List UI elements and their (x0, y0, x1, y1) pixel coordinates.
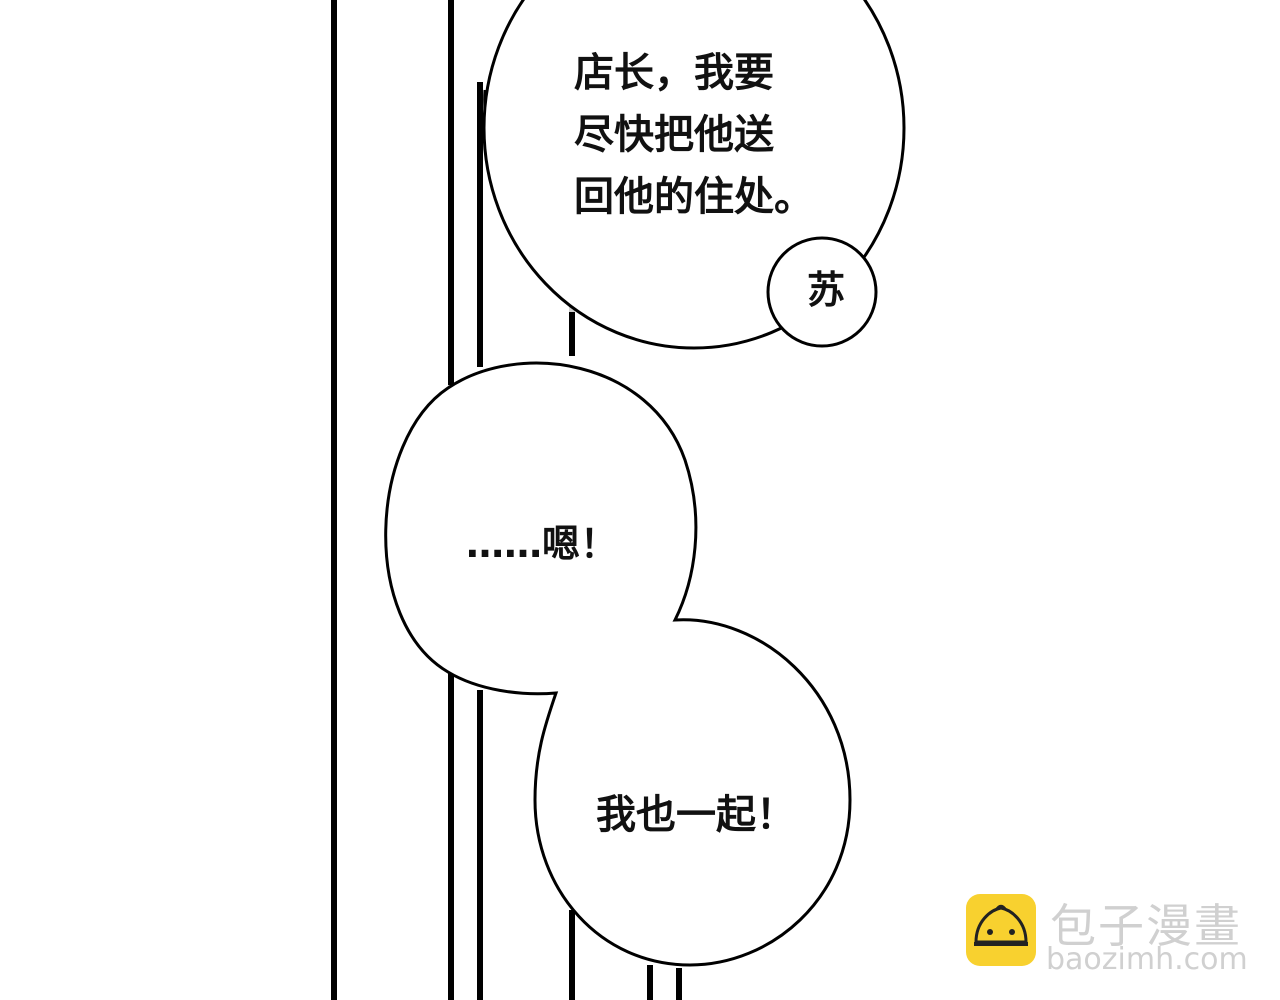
steamed-bun-icon (966, 894, 1036, 966)
speech-bubble-top (482, 0, 906, 350)
bubble-3-text: 我也一起！ (596, 792, 796, 838)
watermark-url: baozimh.com (1046, 942, 1248, 977)
vertical-lines (331, 0, 682, 1000)
bubble-2-text: ……嗯！ (466, 522, 619, 566)
bun-glyph (974, 904, 1028, 946)
watermark-brand: 包子漫畫 (1050, 899, 1242, 953)
speech-bubble-double (384, 361, 852, 967)
speaker-tag-text: 苏 (807, 268, 846, 312)
speaker-tag-circle (766, 236, 878, 348)
bubble-1-text: 店长，我要 尽快把他送 回他的住处。 (574, 50, 814, 220)
